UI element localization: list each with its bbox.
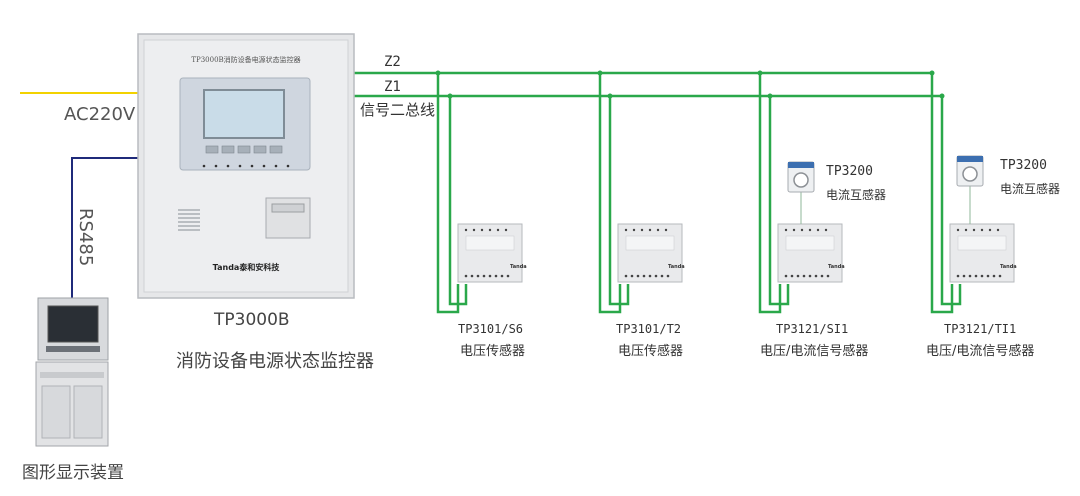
- bus-drops: [436, 73, 962, 314]
- controller-cabinet: TP3000B消防设备电源状态监控器 Tanda泰和安科技: [137, 33, 355, 299]
- signal-bus-label: 信号二总线: [360, 101, 436, 119]
- sensor-module-1: Tanda: [457, 223, 527, 283]
- svg-text:Tanda: Tanda: [668, 264, 685, 270]
- svg-text:Tanda: Tanda: [828, 264, 845, 270]
- ct-1-name: 电流互感器: [826, 188, 887, 202]
- ct-1-model: TP3200: [826, 164, 873, 179]
- controller-speaker: [178, 209, 200, 231]
- sensor-1-name: 电压传感器: [460, 344, 526, 359]
- sensor-2-model: TP3101/T2: [616, 322, 682, 336]
- ct-2-model: TP3200: [1000, 158, 1047, 173]
- controller-indicators: [202, 164, 290, 168]
- ct-2-name: 电流互感器: [1000, 182, 1061, 196]
- sensor-module-2: Tanda: [617, 223, 685, 283]
- bus-z1-label: Z1: [384, 79, 401, 95]
- current-transformer-2: [956, 155, 984, 224]
- controller-panel-title: TP3000B消防设备电源状态监控器: [191, 55, 300, 64]
- sensor-4-name: 电压/电流信号感器: [926, 344, 1035, 359]
- graphic-display-device: [35, 297, 109, 447]
- sensor-3-name: 电压/电流信号感器: [760, 344, 869, 359]
- sensor-module-4: Tanda: [949, 223, 1017, 283]
- controller-brand: Tanda泰和安科技: [213, 262, 281, 272]
- sensor-2-name: 电压传感器: [618, 344, 684, 359]
- svg-text:Tanda: Tanda: [1000, 264, 1017, 270]
- bus-z2-label: Z2: [384, 54, 401, 70]
- display-device-label: 图形显示装置: [22, 463, 124, 483]
- controller-name-label: 消防设备电源状态监控器: [176, 351, 374, 372]
- sensor-3-model: TP3121/SI1: [776, 322, 849, 336]
- controller-lcd: [203, 89, 285, 139]
- current-transformer-1: [787, 161, 815, 224]
- ac-power-label: AC220V: [64, 104, 136, 125]
- sensor-4-model: TP3121/TI1: [944, 322, 1017, 336]
- svg-text:Tanda: Tanda: [510, 264, 527, 270]
- controller-keys: [205, 145, 283, 154]
- sensor-1-model: TP3101/S6: [458, 322, 524, 336]
- bus-junction-dots: [435, 70, 945, 99]
- rs485-line: [71, 157, 138, 298]
- controller-model-label: TP3000B: [214, 310, 290, 330]
- sensor-module-3: Tanda: [777, 223, 845, 283]
- rs485-label: RS485: [75, 208, 96, 267]
